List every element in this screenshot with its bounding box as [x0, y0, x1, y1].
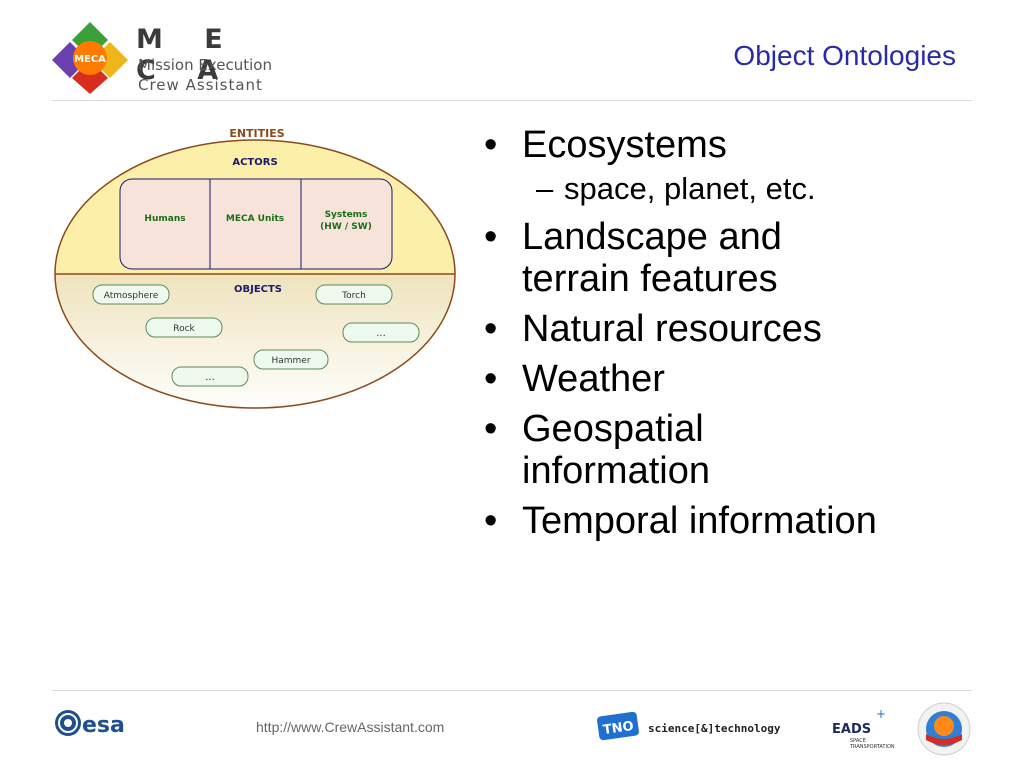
- object-pill: [92, 284, 170, 305]
- actor-humans: Humans: [144, 214, 185, 224]
- objects-label: OBJECTS: [234, 284, 282, 295]
- logo-line2: Crew Assistant: [138, 76, 263, 94]
- bullet-text: Ecosystems: [522, 124, 727, 166]
- bullet-item: •Temporal information: [484, 500, 877, 542]
- footer-url: http://www.CrewAssistant.com: [256, 719, 445, 735]
- eads-sub2: TRANSPORTATION: [849, 744, 895, 750]
- bullet-item: •Natural resources: [484, 308, 822, 350]
- object-atmosphere: Atmosphere: [104, 291, 159, 301]
- sub-bullet-item: –space, planet, etc.: [536, 171, 816, 206]
- actors-label: ACTORS: [232, 157, 277, 168]
- mission-patch-logo: [917, 702, 971, 756]
- object-hammer: Hammer: [271, 356, 310, 366]
- page-title: Object Ontologies: [733, 40, 956, 71]
- actor-meca-units: MECA Units: [226, 214, 284, 224]
- object-torch: Torch: [341, 291, 366, 301]
- eads-logo: EADS + SPACE TRANSPORTATION: [832, 707, 895, 750]
- bullet-text: information: [522, 450, 710, 492]
- object-pill: [315, 284, 393, 305]
- esa-logo: esa: [55, 710, 125, 738]
- bullet-item: •Weather: [484, 358, 665, 400]
- eads-text: EADS: [832, 722, 871, 737]
- header-divider: [52, 100, 972, 101]
- science-technology-logo: science[&]technology: [648, 722, 781, 735]
- sub-bullet-text: space, planet, etc.: [564, 171, 816, 206]
- object-pill: [342, 322, 420, 343]
- object-more: ...: [205, 372, 215, 383]
- bullet-list: •Ecosystems –space, planet, etc. •Landsc…: [478, 124, 998, 550]
- bullet-text: Weather: [522, 358, 665, 400]
- entities-label: ENTITIES: [229, 127, 284, 140]
- meca-logo-icon: MECA: [52, 22, 128, 94]
- tno-text: TNO: [602, 719, 635, 738]
- bullet-text: terrain features: [522, 258, 778, 300]
- meca-logo: MECA M E C A Mission Execution Crew Assi…: [50, 20, 290, 96]
- entities-diagram: ENTITIES ACTORS Humans MECA Units System…: [54, 127, 456, 409]
- object-pill: [253, 349, 329, 370]
- bullet-text: Natural resources: [522, 308, 822, 350]
- actors-box: [119, 178, 393, 270]
- tno-logo: TNO: [597, 711, 639, 741]
- logo-line1: Mission Execution: [138, 56, 272, 74]
- footer-divider: [52, 690, 972, 691]
- bullet-text: Temporal information: [522, 500, 877, 542]
- object-rock: Rock: [173, 324, 195, 334]
- eads-sub1: SPACE: [850, 738, 866, 744]
- logo-badge-text: MECA: [74, 54, 106, 65]
- bullet-text: Geospatial: [522, 408, 704, 450]
- object-pill: [171, 366, 249, 387]
- object-pill: [145, 317, 223, 338]
- actor-systems: Systems: [325, 210, 368, 220]
- logo-letters: M E C A: [136, 24, 239, 86]
- object-more: ...: [376, 328, 386, 339]
- esa-wordmark: esa: [82, 713, 125, 738]
- partner-logos: TNO science[&]technology EADS + SPACE TR…: [597, 702, 971, 756]
- svg-text:+: +: [876, 707, 886, 721]
- bullet-item: •Ecosystems: [484, 124, 727, 166]
- entities-ellipse: [54, 139, 456, 409]
- actor-systems-sub: (HW / SW): [320, 222, 372, 232]
- bullet-text: Landscape and: [522, 216, 782, 258]
